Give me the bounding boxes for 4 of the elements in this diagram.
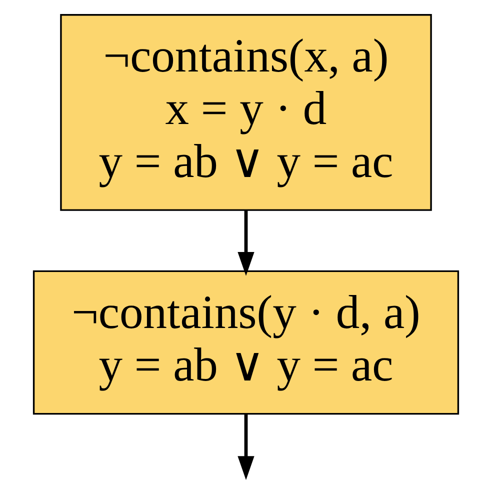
node-box: ¬contains(x, a) x = y · d y = ab ∨ y = ac	[60, 14, 432, 211]
node-box: ¬contains(y · d, a) y = ab ∨ y = ac	[32, 270, 460, 415]
arrow	[238, 414, 254, 480]
arrow	[238, 210, 254, 276]
